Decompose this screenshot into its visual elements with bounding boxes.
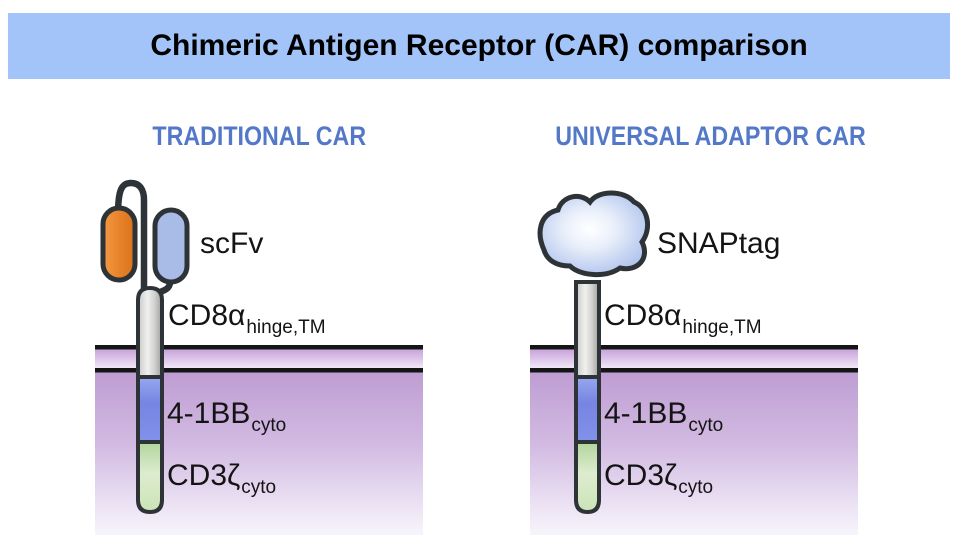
label-cd8a-hinge-tm: CD8αhinge,TM	[168, 299, 326, 339]
membrane-outer-line	[95, 345, 423, 350]
snaptag-blob	[537, 190, 651, 277]
membrane-bilayer-band	[530, 349, 858, 368]
title-bar: Chimeric Antigen Receptor (CAR) comparis…	[8, 13, 950, 79]
heading-traditional-car: TRADITIONAL CAR	[152, 121, 366, 151]
scfv-vh-domain	[100, 205, 138, 283]
membrane-bilayer-band	[95, 349, 423, 368]
page-title: Chimeric Antigen Receptor (CAR) comparis…	[150, 29, 808, 62]
label-cd8a-hinge-tm: CD8αhinge,TM	[604, 299, 762, 339]
universal-adaptor-car-diagram	[530, 190, 858, 535]
label-snaptag: SNAPtag	[657, 227, 781, 260]
membrane-inner-line	[530, 368, 858, 373]
traditional-car-diagram	[95, 179, 423, 535]
cd3z-segment	[136, 440, 164, 515]
heading-universal-adaptor-car: UNIVERSAL ADAPTOR CAR	[555, 121, 866, 151]
41bb-segment	[136, 375, 164, 444]
cd8a-hinge-tm-segment	[136, 285, 164, 379]
label-41bb-cyto: 4-1BBcyto	[167, 397, 287, 437]
label-41bb-cyto: 4-1BBcyto	[604, 397, 724, 437]
label-cd3z-cyto: CD3ζcyto	[167, 459, 277, 499]
41bb-segment	[574, 375, 601, 444]
label-cd3z-cyto: CD3ζcyto	[604, 459, 714, 499]
membrane-outer-line	[530, 345, 858, 350]
cd3z-segment	[574, 440, 601, 515]
cd8a-hinge-tm-segment	[574, 280, 601, 379]
scfv-linker	[114, 179, 148, 296]
scfv-vl-domain	[152, 207, 190, 285]
membrane-inner-line	[95, 368, 423, 373]
label-scfv: scFv	[200, 227, 264, 260]
